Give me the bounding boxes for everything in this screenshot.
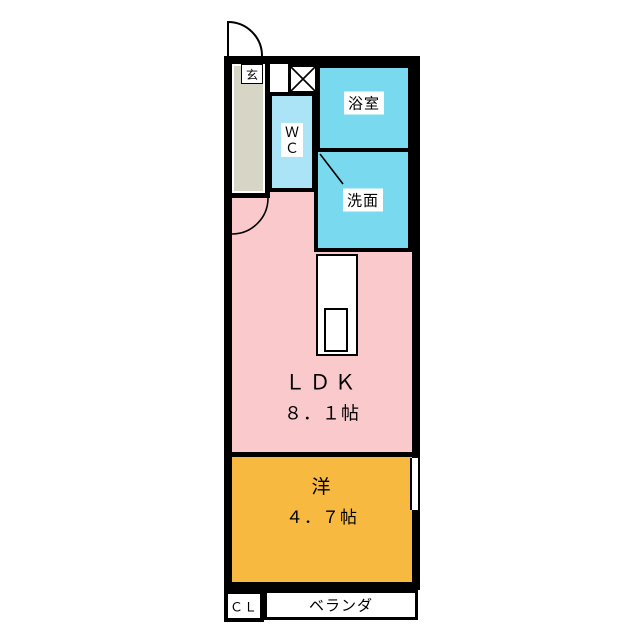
wc-label-line2: Ｃ — [285, 140, 299, 156]
kitchen-counter — [316, 254, 358, 356]
ldk-name: ＬＤＫ — [284, 371, 360, 395]
closet-label: ＣＬ — [229, 599, 259, 615]
bath-label: 浴室 — [343, 91, 385, 115]
entrance-corridor — [232, 64, 270, 198]
window-symbol — [410, 458, 420, 510]
kitchen-sink — [324, 308, 348, 352]
ldk-label: ＬＤＫ ８．１帖 — [284, 367, 360, 426]
washroom-label: 洗面 — [342, 188, 384, 212]
entrance-label: 玄 — [245, 67, 258, 82]
western-label: 洋 ４．７帖 — [286, 472, 358, 528]
western-size: ４．７帖 — [286, 508, 358, 527]
western-room — [232, 452, 412, 582]
pipe-space — [288, 64, 318, 94]
wc-label-line1: Ｗ — [285, 123, 299, 140]
ldk-size: ８．１帖 — [284, 403, 360, 424]
western-name: 洋 — [311, 477, 333, 498]
entrance-label-box: 玄 — [241, 64, 263, 84]
veranda-box — [264, 590, 418, 620]
entrance-door-arc — [227, 20, 263, 57]
veranda-label: ベランダ — [308, 597, 374, 615]
wc-label: Ｗ Ｃ — [281, 122, 303, 158]
closet-box — [224, 590, 264, 622]
